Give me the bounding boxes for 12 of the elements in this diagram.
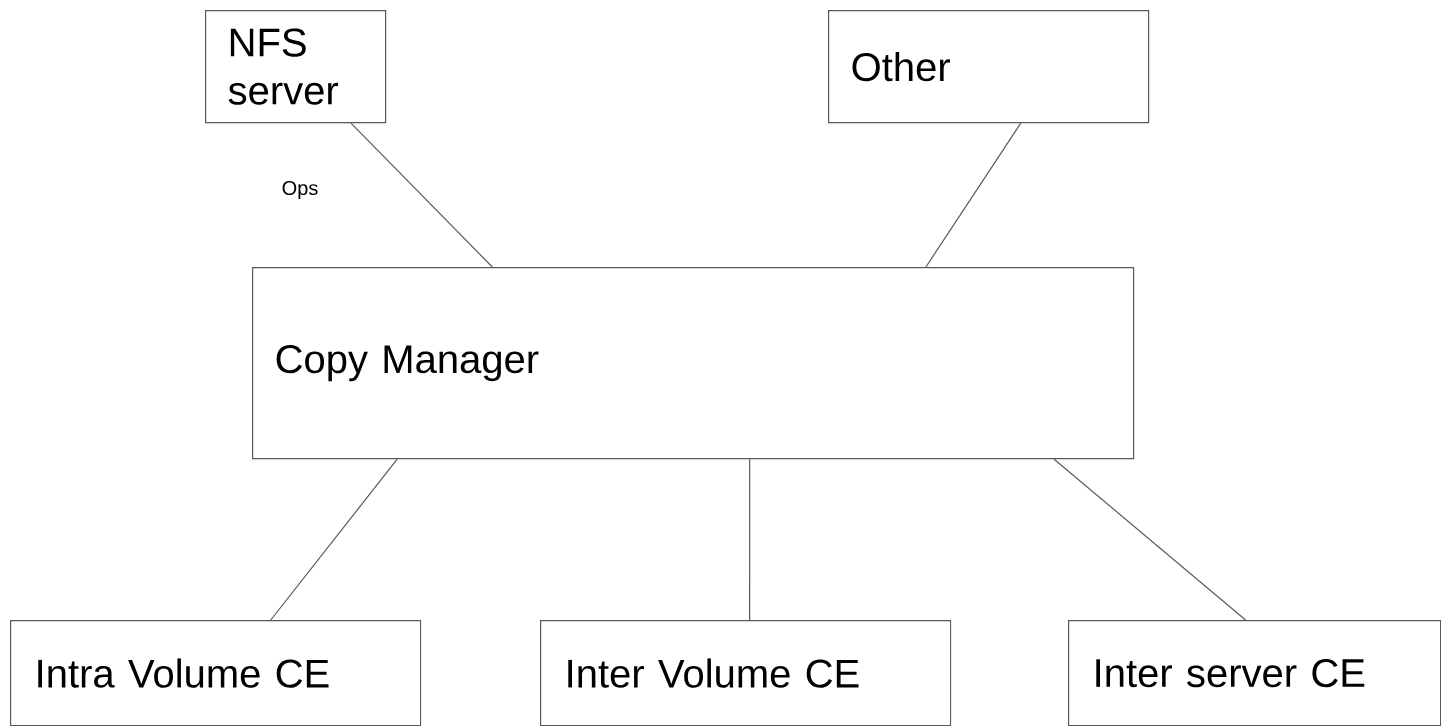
process-box: Intra Volume CE (10, 620, 422, 726)
connector-line (350, 122, 493, 268)
connector-line (925, 122, 1022, 268)
process-box: Other (828, 10, 1150, 124)
process-box: Copy Manager (252, 267, 1135, 460)
connector-line (1053, 458, 1247, 621)
process-box: NFS server (205, 10, 387, 124)
edge-label: Ops (282, 180, 318, 200)
process-box: Inter server CE (1068, 620, 1441, 726)
connector-line (270, 458, 398, 621)
connector-line (749, 458, 751, 621)
process-box: Inter Volume CE (540, 620, 952, 726)
